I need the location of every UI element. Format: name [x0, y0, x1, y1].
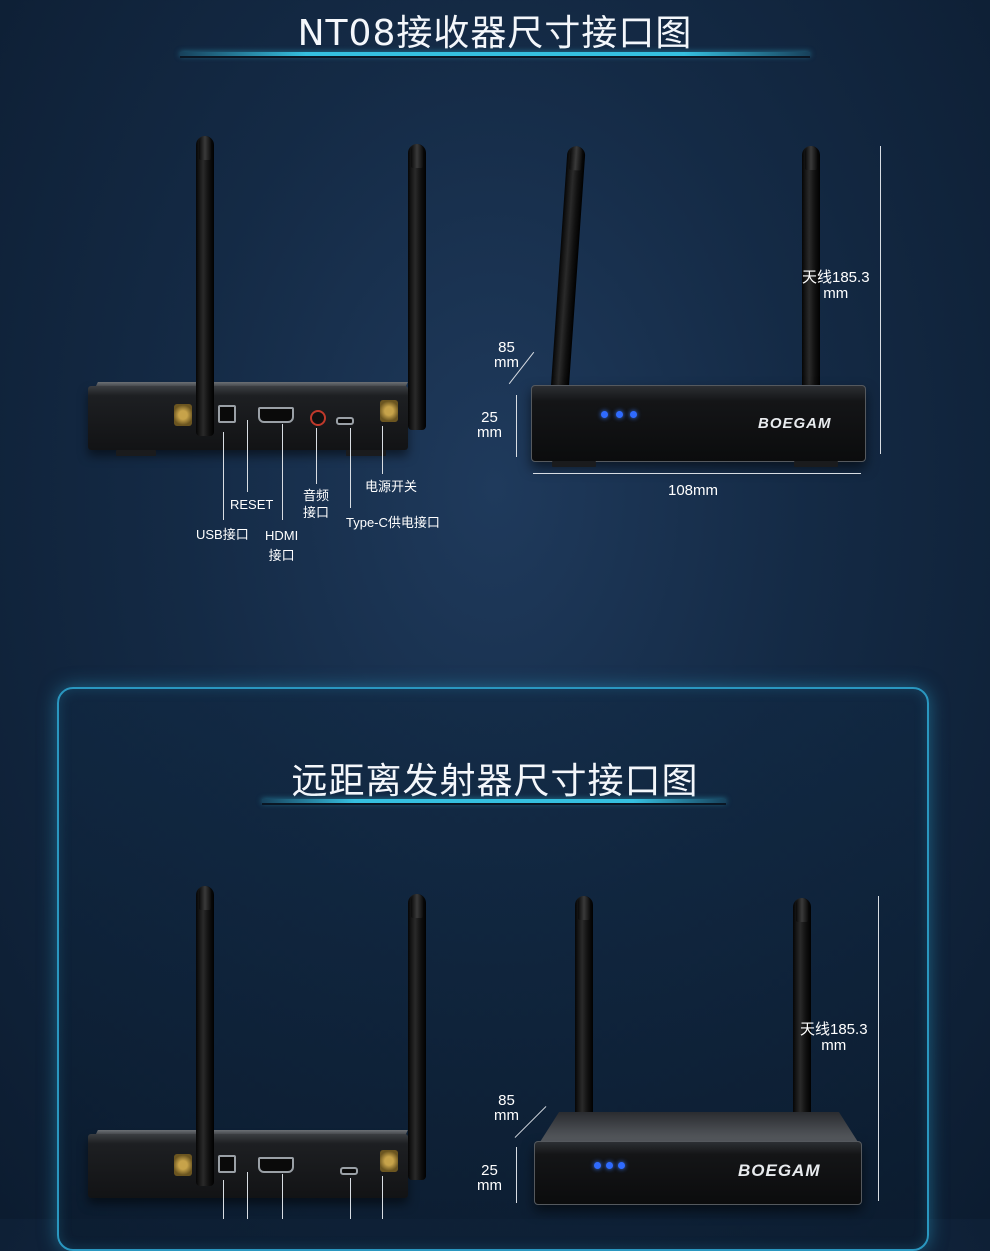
tx-front-antenna-right-icon: [793, 898, 811, 1120]
hdmi-port-icon: [258, 407, 294, 423]
tx-status-led-1: [594, 1162, 601, 1169]
transmitter-rear-body: [88, 1134, 408, 1198]
typec-port-icon: [336, 417, 354, 425]
label-audio: 音频 接口: [303, 488, 330, 520]
callout-line-reset: [247, 420, 248, 492]
status-led-3: [630, 411, 637, 418]
tx-dim-line-height: [516, 1147, 517, 1203]
label-usb: USB接口: [196, 527, 249, 542]
callout-line-typec: [350, 428, 351, 508]
tx-callout-line-4: [350, 1178, 351, 1219]
section2-title-underline: [262, 799, 726, 805]
status-led-1: [601, 411, 608, 418]
tx-callout-line-2: [247, 1172, 248, 1219]
tx-dim-height: 25 mm: [477, 1162, 502, 1194]
tx-callout-line-5: [382, 1176, 383, 1219]
label-reset: RESET: [230, 497, 274, 512]
section2-title: 远距离发射器尺寸接口图: [291, 761, 699, 802]
brand-logo: BOEGAM: [758, 415, 832, 432]
callout-line-hdmi: [282, 424, 283, 520]
tx-dim-antenna: 天线185.3 mm: [800, 1021, 868, 1054]
front-antenna-left-icon: [550, 145, 586, 397]
tx-status-led-3: [618, 1162, 625, 1169]
tx-status-led-2: [606, 1162, 613, 1169]
tx-hdmi-port-icon: [258, 1157, 294, 1173]
tx-usb-port-icon: [218, 1155, 236, 1173]
dim-width: 108mm: [668, 482, 719, 499]
label-typec: Type-C供电接口: [346, 515, 440, 530]
tx-front-antenna-left-icon: [575, 896, 593, 1122]
front-foot-left: [552, 461, 596, 467]
antenna-right-icon: [408, 144, 426, 430]
dim-line-height: [516, 395, 517, 457]
section1-title: NT08接收器尺寸接口图: [297, 13, 693, 54]
audio-port-icon: [310, 410, 326, 426]
antenna-connector-left-icon: [174, 404, 192, 426]
front-antenna-right-icon: [802, 146, 820, 396]
antenna-left-icon: [196, 136, 214, 436]
section1-title-underline: [180, 52, 810, 58]
tx-brand-logo: BOEGAM: [738, 1161, 821, 1180]
antenna-connector-right-icon: [380, 400, 398, 422]
usb-port-icon: [218, 405, 236, 423]
tx-antenna-right-icon: [408, 894, 426, 1180]
dim-depth: 85 mm: [494, 339, 519, 371]
receiver-rear-foot-left: [116, 450, 156, 456]
tx-front-top-bevel: [540, 1112, 858, 1142]
dim-line-antenna: [880, 146, 881, 454]
dim-antenna: 天线185.3 mm: [802, 269, 870, 302]
status-led-2: [616, 411, 623, 418]
tx-antenna-left-icon: [196, 886, 214, 1186]
receiver-rear-foot-right: [346, 450, 386, 456]
callout-line-usb: [223, 432, 224, 520]
tx-dim-line-antenna: [878, 896, 879, 1201]
front-foot-right: [794, 461, 838, 467]
tx-antenna-connector-right-icon: [380, 1150, 398, 1172]
dim-line-width: [533, 473, 861, 474]
tx-callout-line-3: [282, 1174, 283, 1219]
dim-height: 25 mm: [477, 409, 502, 441]
tx-antenna-connector-left-icon: [174, 1154, 192, 1176]
tx-callout-line-1: [223, 1180, 224, 1219]
label-hdmi: HDMI 接口: [265, 528, 299, 563]
receiver-front-body: [531, 385, 866, 462]
tx-dim-depth: 85 mm: [494, 1092, 519, 1124]
receiver-rear-body: [88, 386, 408, 450]
callout-line-power: [382, 426, 383, 474]
label-power: 电源开关: [365, 479, 418, 494]
transmitter-front-body: [534, 1141, 862, 1205]
callout-line-audio: [316, 428, 317, 484]
tx-typec-port-icon: [340, 1167, 358, 1175]
